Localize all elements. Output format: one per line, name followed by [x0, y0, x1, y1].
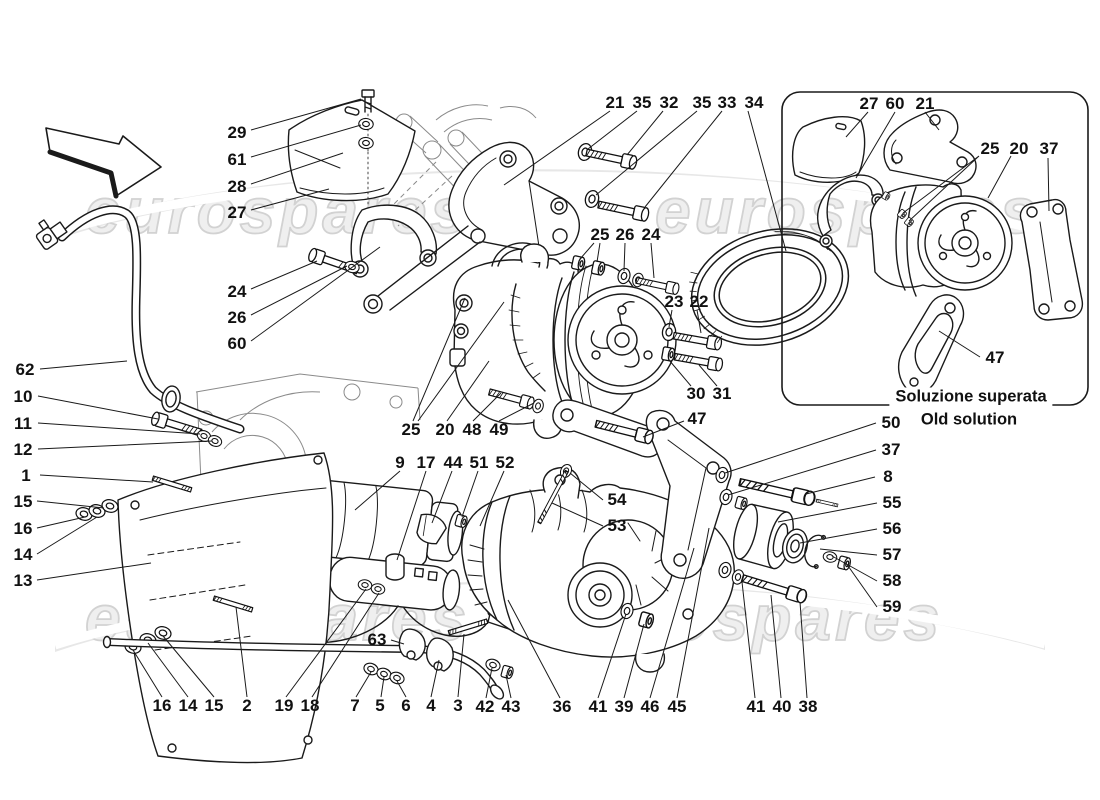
pipe-clamp-4: [425, 637, 454, 672]
inset-bracket-21: [883, 109, 977, 185]
screw-29: [361, 89, 375, 113]
hose-62: [35, 205, 245, 434]
inset-caption-english: Old solution: [914, 410, 1024, 430]
inset-bracket-37: [1019, 198, 1084, 321]
direction-arrow-icon: [45, 127, 162, 199]
cap-17: [385, 553, 405, 581]
leader-lines: [36, 98, 1050, 699]
inset-compressor-old: [869, 183, 1013, 297]
drive-belt-34: [689, 228, 850, 346]
boot-44: [416, 513, 447, 545]
inset-old-solution: [781, 91, 1089, 406]
grommet: [161, 385, 181, 413]
inset-caption-italian: Soluzione superata: [889, 387, 1053, 407]
inset-shield-27: [791, 116, 866, 183]
heat-shield-13: [117, 452, 334, 764]
inset-bracket-47: [897, 294, 965, 394]
mount-bracket-21: [363, 141, 580, 314]
shield-plate-top: [287, 89, 416, 206]
bearing-56: [781, 528, 809, 564]
pipe-clamp-63: [398, 628, 426, 661]
ac-compressor: [449, 242, 677, 439]
